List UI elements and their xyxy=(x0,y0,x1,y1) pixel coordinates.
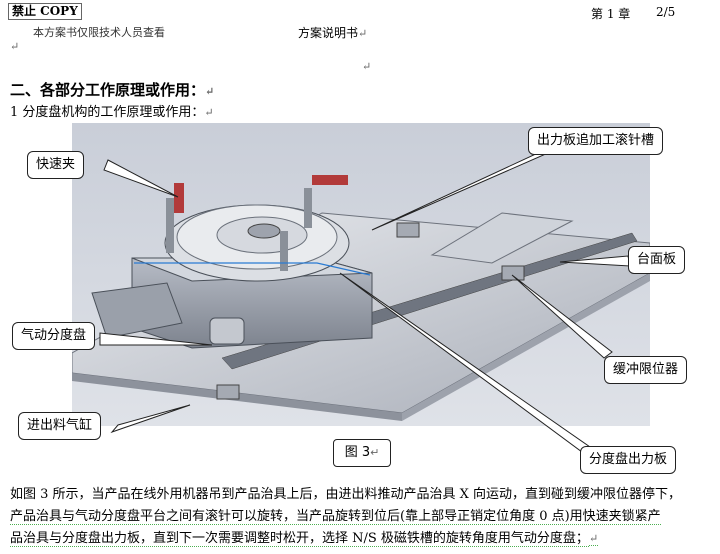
paragraph-line: 如图 3 所示，当产品在线外用机器吊到产品治具上后，由进出料推动产品治具 X 向… xyxy=(10,487,682,502)
callout-output-plate-groove: 出力板追加工滚针槽 xyxy=(528,127,664,155)
body-paragraph: 如图 3 所示，当产品在线外用机器吊到产品治具上后，由进出料推动产品治具 X 向… xyxy=(10,484,715,550)
paragraph-mark: ↵ xyxy=(205,85,215,98)
callout-indexer-output-plate: 分度盘出力板 xyxy=(580,446,677,474)
paragraph-mark: ↵ xyxy=(204,106,214,119)
callout-quick-clamp: 快速夹 xyxy=(27,151,85,179)
paragraph-mark: ↵ xyxy=(10,40,20,53)
document-title: 方案说明书↵ xyxy=(298,26,368,40)
indexer-mechanism-figure xyxy=(72,123,650,426)
chapter-label: 第 1 章 xyxy=(591,7,631,21)
page-number: 2/5 xyxy=(656,5,676,19)
paragraph-line: 产品治具与气动分度盘平台之间有滚针可以旋转，当产品旋转到位后(靠上部导正销定位角… xyxy=(10,509,661,525)
paragraph-mark: ↵ xyxy=(370,446,380,459)
callout-feed-cylinder: 进出料气缸 xyxy=(18,412,102,440)
copy-stamp: 禁止 COPY xyxy=(8,3,82,20)
paragraph-mark: ↵ xyxy=(362,60,372,73)
paragraph-mark: ↵ xyxy=(358,27,368,40)
callout-pneumatic-indexer: 气动分度盘 xyxy=(12,322,96,350)
header-subtitle: 本方案书仅限技术人员查看 xyxy=(33,26,165,39)
paragraph-line: 品治具与分度盘出力板，直到下一次需要调整时松开，选择 N/S 极磁铁槽的旋转角度… xyxy=(10,531,599,547)
callout-buffer-stopper: 缓冲限位器 xyxy=(604,356,688,384)
figure-caption: 图 3↵ xyxy=(333,439,391,467)
callout-table-plate: 台面板 xyxy=(628,246,686,274)
paragraph-mark: ↵ xyxy=(588,532,599,546)
sub-heading: 1 分度盘机构的工作原理或作用：↵ xyxy=(10,105,214,120)
section-heading: 二、各部分工作原理或作用：↵ xyxy=(10,81,215,99)
